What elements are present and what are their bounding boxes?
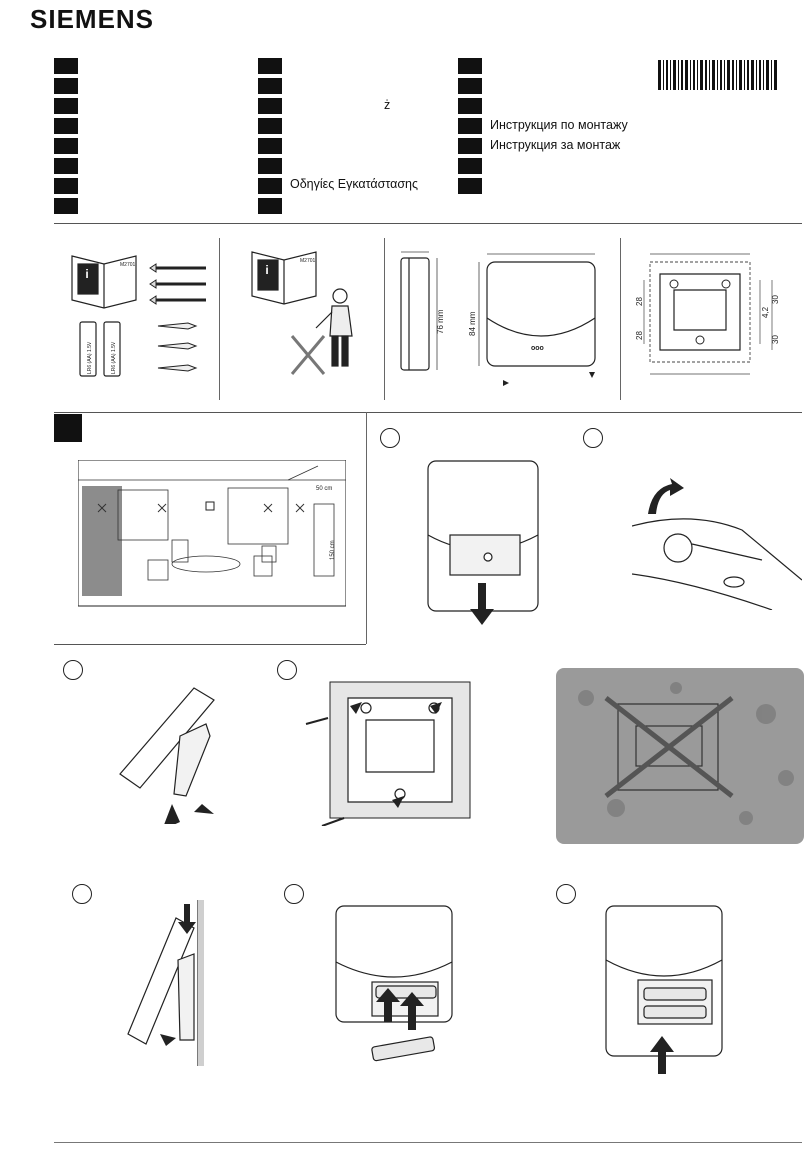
screw-icon [305, 717, 345, 826]
cross-icon [604, 696, 734, 798]
open-cover-figure [427, 460, 539, 625]
language-column-3 [458, 58, 482, 198]
no-stone-wall-figure [556, 668, 804, 844]
svg-text:ooo: ooo [531, 345, 544, 352]
step-circle [380, 428, 400, 448]
height-label: 150 cm [330, 540, 336, 560]
room-location-figure: 50 cm 150 cm [78, 460, 346, 607]
step-circle [583, 428, 603, 448]
dimensions-figure: 76 mm 84 mm ooo [400, 251, 596, 386]
info-icon [251, 251, 317, 305]
distance-label: 50 cm [316, 486, 332, 492]
divider [54, 1142, 802, 1143]
arrow-icon [376, 988, 424, 1030]
baseplate-dimensions-figure: 28 28 30 4,2 30 [635, 253, 780, 375]
divider [54, 223, 802, 224]
step-circle [63, 660, 83, 680]
step-circle [72, 884, 92, 904]
depth-dimension: 76 mm [436, 309, 445, 334]
battery-icon [79, 321, 121, 377]
attach-to-wall-figure [127, 900, 204, 1066]
arrow-icon [350, 702, 442, 808]
doc-code: M2701 [120, 262, 136, 268]
step-circle [277, 660, 297, 680]
language-label-greek: Οδηγίες Εγκατάστασης [290, 177, 419, 191]
remove-baseplate-figure [119, 687, 215, 824]
height-dimension: 84 mm [468, 311, 477, 336]
step-number-box [54, 414, 82, 442]
language-column-1 [54, 58, 78, 218]
base-dimension-d: 4,2 [761, 306, 770, 318]
divider [219, 238, 220, 400]
screw-icon [149, 263, 206, 305]
battery-label: LR6 (AA) 1.5V [87, 341, 93, 374]
cross-icon [290, 335, 326, 375]
svg-text:i: i [265, 263, 268, 277]
package-contents-figure: i M2701 LR6 (AA) 1.5V LR6 (AA) 1.5V [71, 255, 206, 377]
language-label-bulgarian: Инструкция за монтаж [490, 138, 621, 152]
info-icon [71, 255, 137, 309]
arrow-icon [470, 583, 494, 625]
close-cover-figure [605, 905, 723, 1074]
arrow-icon [650, 1036, 674, 1074]
read-instructions-figure: i M2701 [251, 251, 353, 375]
language-label-polish: ż [384, 98, 391, 112]
base-dimension-e: 30 [771, 335, 780, 344]
step-circle [556, 884, 576, 904]
release-clip-figure [632, 478, 802, 610]
arrow-icon [648, 478, 684, 514]
language-column-2 [258, 58, 282, 218]
divider [54, 644, 366, 645]
divider [366, 412, 367, 644]
barcode [658, 60, 777, 90]
brand-logo: SIEMENS [30, 4, 155, 34]
base-dimension-b: 28 [635, 331, 644, 340]
divider [54, 412, 802, 413]
base-dimension-a: 28 [635, 297, 644, 306]
svg-text:i: i [85, 267, 88, 281]
mount-baseplate-figure [305, 681, 471, 826]
language-label-russian: Инструкция по монтажу [490, 118, 628, 132]
divider [620, 238, 621, 400]
doc-code: M2701 [300, 258, 316, 264]
step-circle [284, 884, 304, 904]
cross-icon [97, 503, 305, 513]
insert-batteries-figure [335, 905, 453, 1062]
divider [384, 238, 385, 400]
battery-label: LR6 (AA) 1.5V [111, 341, 117, 374]
arrow-icon [160, 904, 196, 1046]
arrow-icon [164, 804, 214, 824]
base-dimension-c: 30 [771, 295, 780, 304]
dowel-icon [157, 322, 198, 372]
battery-icon [643, 987, 707, 1019]
